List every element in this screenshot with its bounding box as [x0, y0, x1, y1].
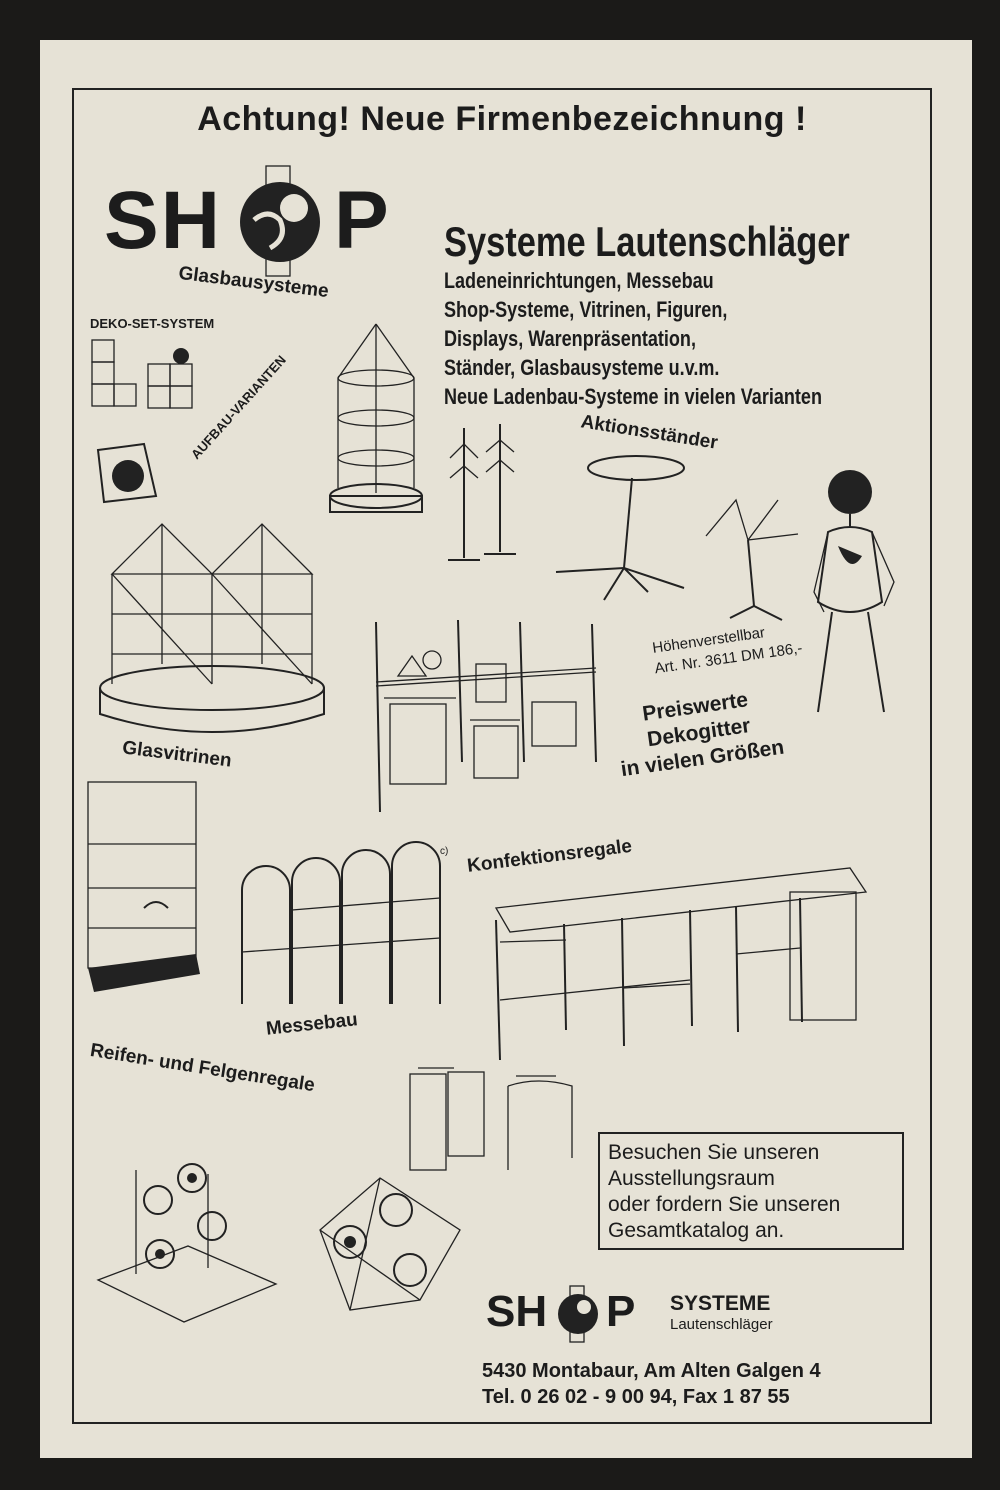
label-c-mark: c): [440, 846, 449, 857]
footer-logo-right: P: [606, 1287, 636, 1336]
fitting-room-illustration: [409, 1067, 573, 1171]
tire-rack-illustration: [96, 1163, 278, 1323]
cube-illustration: [96, 442, 158, 504]
logo-text-right: P: [334, 175, 391, 266]
service-line: Displays, Warenpräsentation,: [444, 326, 696, 351]
konfektionsregale-illustration: [494, 867, 868, 1061]
footer-logo-left: SH: [486, 1287, 548, 1336]
services-list: Ladeneinrichtungen, Messebau Shop-System…: [444, 266, 822, 411]
footer-systeme: SYSTEME: [670, 1292, 771, 1315]
action-stand-illustration: [555, 455, 685, 601]
advertisement-frame: [72, 88, 932, 1424]
deko-set-system-illustration: [91, 339, 193, 409]
mannequin-illustration: [813, 470, 895, 713]
garment-stand-illustration: [448, 424, 516, 561]
globe-logo-icon: [240, 165, 320, 277]
label-deko-set-system: DEKO-SET-SYSTEM: [90, 316, 215, 331]
info-line: oder fordern Sie unseren: [608, 1193, 841, 1216]
service-line: Ladeneinrichtungen, Messebau: [444, 268, 714, 293]
footer-phone: Tel. 0 26 02 - 9 00 94, Fax 1 87 55: [482, 1386, 790, 1408]
glass-vitrine-illustration: [87, 781, 200, 992]
brand-title: Systeme Lautenschläger: [444, 218, 850, 265]
service-line: Neue Ladenbau-Systeme in vielen Variante…: [444, 384, 822, 409]
info-line: Ausstellungsraum: [608, 1167, 775, 1190]
headline: Achtung! Neue Firmenbezeichnung !: [197, 100, 807, 138]
newspaper-page: [40, 40, 972, 1458]
info-box: Besuchen Sie unseren Ausstellungsraum od…: [598, 1132, 904, 1250]
footer-address: 5430 Montabaur, Am Alten Galgen 4: [482, 1360, 821, 1382]
service-line: Shop-Systeme, Vitrinen, Figuren,: [444, 297, 728, 322]
dekogitter-clothing-rack-illustration: [375, 619, 597, 813]
info-line: Besuchen Sie unseren: [608, 1141, 820, 1164]
glass-tower-illustration: [329, 323, 423, 513]
info-line: Gesamtkatalog an.: [608, 1219, 785, 1242]
rim-rack-illustration: [319, 1177, 461, 1311]
service-line: Ständer, Glasbausysteme u.v.m.: [444, 355, 720, 380]
footer-lautenschlaeger: Lautenschläger: [670, 1316, 773, 1333]
adjustable-stand-illustration: [705, 498, 799, 621]
aufbau-varianten-illustration: [99, 523, 325, 733]
messebau-arches-illustration: [241, 841, 441, 1004]
logo-text-left: SH: [104, 175, 222, 266]
footer-globe-icon: [558, 1285, 598, 1343]
